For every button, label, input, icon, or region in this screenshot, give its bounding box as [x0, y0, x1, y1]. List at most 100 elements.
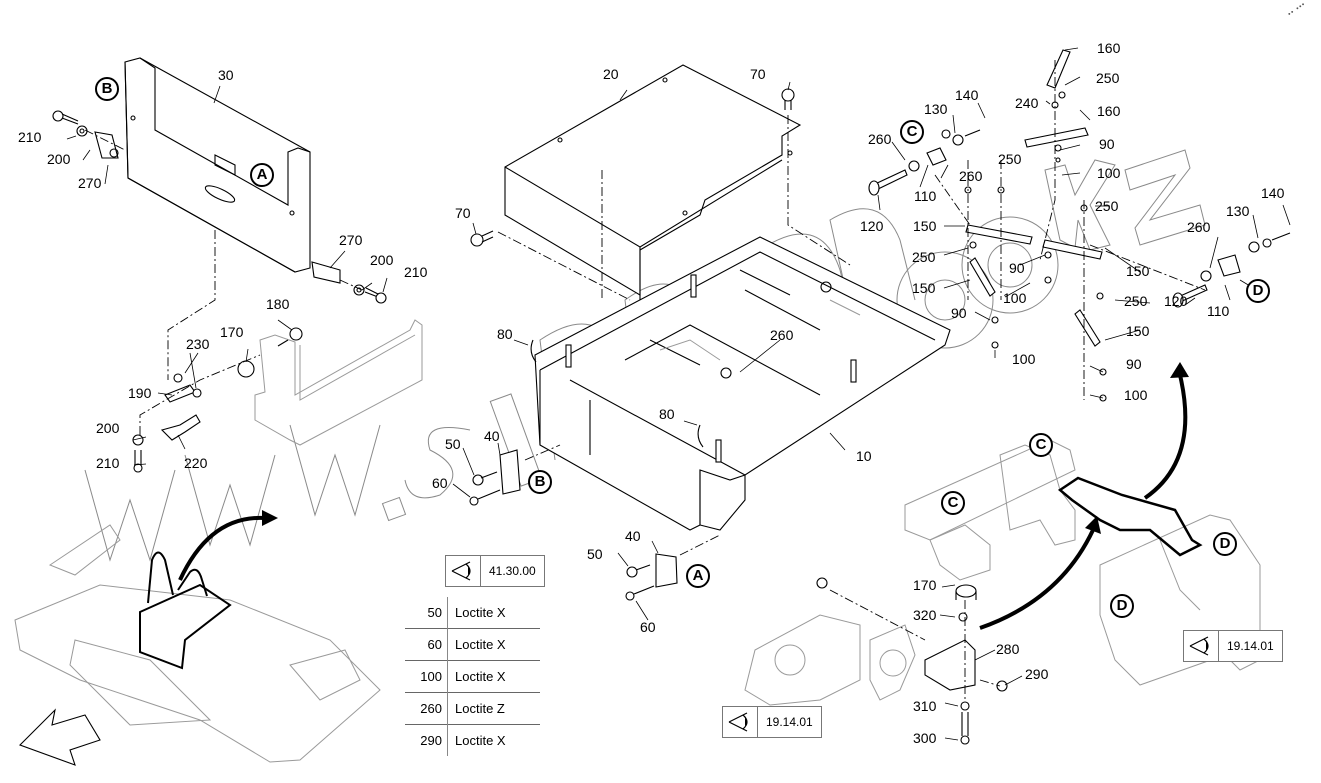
callout-110: 110	[914, 188, 937, 204]
compound: Loctite X	[447, 724, 540, 756]
view-reference-19-14-01[interactable]: 19.14.01	[1183, 630, 1283, 662]
callout-20: 20	[603, 66, 619, 82]
callout-90: 90	[1009, 260, 1025, 276]
compound: Loctite X	[447, 628, 540, 661]
reference-marker-a: A	[686, 564, 710, 588]
reference-marker-d: D	[1213, 532, 1237, 556]
callout-260: 260	[770, 327, 794, 343]
linkage-assembly	[868, 49, 1291, 402]
callout-180: 180	[266, 296, 290, 312]
eye-view-icon	[446, 556, 481, 586]
callout-110: 110	[1207, 303, 1230, 319]
callout-150: 150	[913, 218, 937, 234]
callout-200: 200	[96, 420, 120, 436]
callout-40: 40	[625, 528, 641, 544]
callout-320: 320	[913, 607, 937, 623]
loctite-table: 50 Loctite X 60 Loctite X 100 Loctite X …	[405, 597, 540, 756]
leader-lines	[66, 47, 1291, 741]
callout-60: 60	[640, 619, 656, 635]
callout-80: 80	[497, 326, 513, 342]
callout-250: 250	[1095, 198, 1119, 214]
callout-260: 260	[959, 168, 983, 184]
view-reference-code: 19.14.01	[1227, 639, 1274, 653]
washer-200-left	[76, 125, 88, 137]
latch-assembly	[132, 319, 423, 473]
item-number: 100	[405, 660, 448, 693]
view-reference-19-14-01[interactable]: 19.14.01	[722, 706, 822, 738]
overview-machine	[14, 524, 381, 763]
part-20-cover	[504, 64, 802, 300]
bracket-40-a	[625, 553, 678, 601]
callout-240: 240	[1015, 95, 1039, 111]
callout-50: 50	[587, 546, 603, 562]
callout-130: 130	[1226, 203, 1250, 219]
callout-150: 150	[1126, 263, 1150, 279]
part-270-hinge-right	[311, 261, 341, 284]
callout-30: 30	[218, 67, 234, 83]
reference-marker-a: A	[250, 163, 274, 187]
callout-210: 210	[96, 455, 120, 471]
callout-160: 160	[1097, 40, 1121, 56]
table-row: 100 Loctite X	[405, 660, 540, 693]
reference-marker-c: C	[941, 491, 965, 515]
callout-200: 200	[47, 151, 71, 167]
part-270-hinge-left	[94, 131, 119, 159]
callout-100: 100	[1097, 165, 1121, 181]
item-number: 60	[405, 628, 448, 661]
bracket-280-assembly	[744, 577, 1008, 745]
direction-arrow	[19, 708, 101, 766]
eye-view-icon	[1184, 631, 1219, 661]
view-reference-41-30-00[interactable]: 41.30.00	[445, 555, 545, 587]
callout-50: 50	[445, 436, 461, 452]
callout-120: 120	[860, 218, 884, 234]
callout-210: 210	[18, 129, 42, 145]
part-30-panel	[124, 57, 311, 273]
item-number: 290	[405, 724, 448, 756]
bolt-70-top	[781, 88, 795, 110]
callout-300: 300	[913, 730, 937, 746]
view-reference-code: 41.30.00	[489, 564, 536, 578]
callout-80: 80	[659, 406, 675, 422]
callout-250: 250	[998, 151, 1022, 167]
callout-170: 170	[913, 577, 937, 593]
eye-view-icon	[723, 707, 758, 737]
compound: Loctite X	[455, 605, 506, 620]
curved-arrow-overview	[178, 515, 266, 581]
reference-marker-b: B	[95, 77, 119, 101]
curved-arrow-linkage-head	[1170, 362, 1189, 378]
callout-250: 250	[912, 249, 936, 265]
callout-270: 270	[339, 232, 363, 248]
callout-220: 220	[184, 455, 208, 471]
curved-arrow-cd-head	[1085, 516, 1101, 534]
callout-280: 280	[996, 641, 1020, 657]
item-number: 260	[405, 692, 448, 725]
compound: Loctite Z	[447, 692, 540, 725]
callout-70: 70	[750, 66, 766, 82]
callout-230: 230	[186, 336, 210, 352]
callout-140: 140	[955, 87, 979, 103]
callout-100: 100	[1124, 387, 1148, 403]
reference-marker-b: B	[528, 470, 552, 494]
callout-210: 210	[404, 264, 428, 280]
callout-10: 10	[856, 448, 872, 464]
compound: Loctite X	[447, 660, 540, 693]
curved-arrow-cd	[979, 529, 1095, 630]
callout-70: 70	[455, 205, 471, 221]
callout-250: 250	[1096, 70, 1120, 86]
callout-120: 120	[1164, 293, 1188, 309]
reference-marker-d: D	[1246, 279, 1270, 303]
callout-90: 90	[1126, 356, 1142, 372]
bolt-70-left	[470, 230, 494, 247]
callout-160: 160	[1097, 103, 1121, 119]
callout-130: 130	[924, 101, 948, 117]
table-row: 290 Loctite X	[405, 724, 540, 756]
callout-100: 100	[1003, 290, 1027, 306]
view-reference-code: 19.14.01	[766, 715, 813, 729]
reference-marker-d: D	[1110, 594, 1134, 618]
callout-140: 140	[1261, 185, 1285, 201]
callout-90: 90	[951, 305, 967, 321]
pin-80	[530, 339, 704, 448]
callout-290: 290	[1025, 666, 1049, 682]
curved-arrow-linkage	[1143, 374, 1188, 500]
